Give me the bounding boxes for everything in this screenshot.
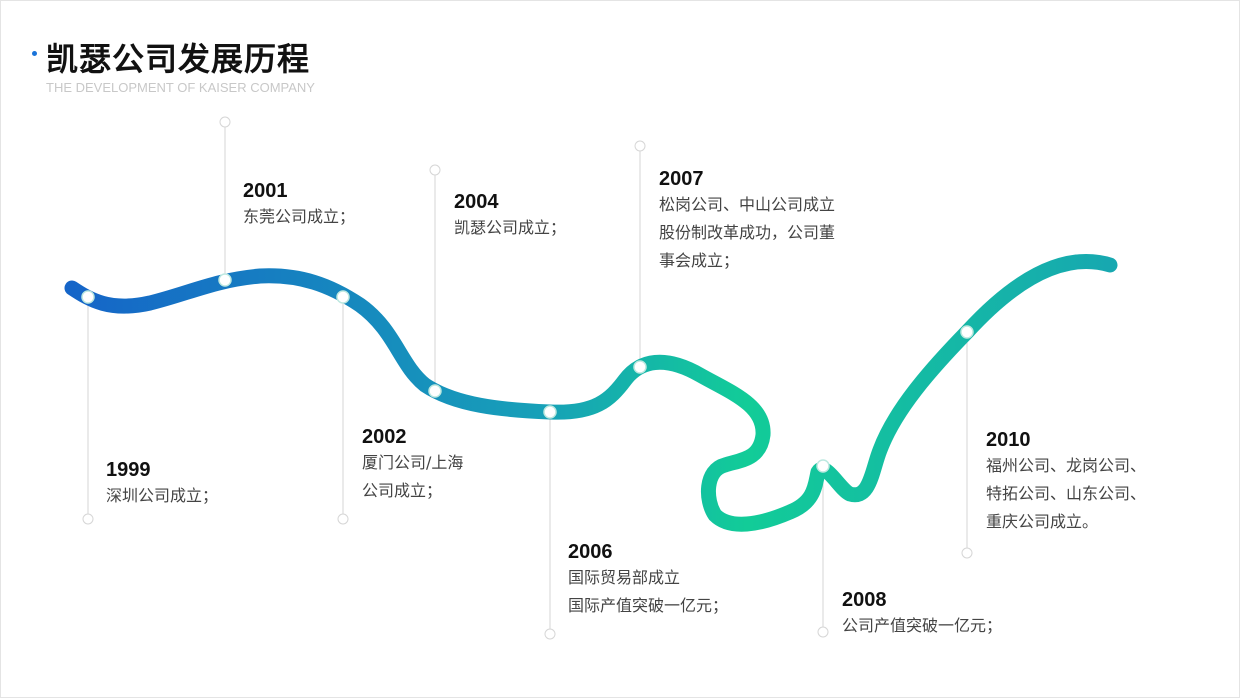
milestone-dots xyxy=(81,273,974,473)
event-text: 公司成立； xyxy=(362,481,443,500)
event-2001: 2001 东莞公司成立； xyxy=(243,179,355,231)
event-2002: 2002 厦门公司/上海 公司成立； xyxy=(362,425,463,505)
event-text: 东莞公司成立； xyxy=(243,207,356,226)
event-year: 2010 xyxy=(986,429,1031,451)
event-year: 2002 xyxy=(362,426,407,448)
event-2010: 2010 福州公司、龙岗公司、 特拓公司、山东公司、 重庆公司成立。 xyxy=(986,428,1146,536)
event-year: 2008 xyxy=(842,589,887,611)
event-year: 1999 xyxy=(106,459,151,481)
title-bullet-icon xyxy=(32,51,37,56)
event-text: 重庆公司成立。 xyxy=(986,512,1099,531)
connector-lines xyxy=(82,116,973,640)
river-path xyxy=(64,254,1118,532)
event-2004: 2004 凯瑟公司成立； xyxy=(454,190,566,242)
event-2006: 2006 国际贸易部成立 国际产值突破一亿元； xyxy=(568,540,728,620)
event-2007: 2007 松岗公司、中山公司成立 股份制改革成功，公司董 事会成立； xyxy=(659,167,835,275)
event-text: 松岗公司、中山公司成立 xyxy=(659,195,836,214)
event-year: 2007 xyxy=(659,168,704,190)
event-text: 凯瑟公司成立； xyxy=(454,218,567,237)
event-year: 2001 xyxy=(243,180,288,202)
event-text: 厦门公司/上海 xyxy=(362,453,464,472)
event-year: 2004 xyxy=(454,191,499,213)
event-1999: 1999 深圳公司成立； xyxy=(106,458,218,510)
event-text: 特拓公司、山东公司、 xyxy=(986,484,1147,503)
event-text: 国际产值突破一亿元； xyxy=(568,596,729,615)
page-subtitle: THE DEVELOPMENT OF KAISER COMPANY xyxy=(46,80,315,95)
event-text: 事会成立； xyxy=(659,251,740,270)
event-text: 国际贸易部成立 xyxy=(568,568,681,587)
event-text: 深圳公司成立； xyxy=(106,486,219,505)
event-text: 福州公司、龙岗公司、 xyxy=(986,456,1147,475)
event-text: 股份制改革成功，公司董 xyxy=(659,223,836,242)
page-title: 凯瑟公司发展历程 xyxy=(46,40,311,78)
event-2008: 2008 公司产值突破一亿元； xyxy=(842,588,1002,640)
event-year: 2006 xyxy=(568,541,613,563)
event-text: 公司产值突破一亿元； xyxy=(842,616,1003,635)
